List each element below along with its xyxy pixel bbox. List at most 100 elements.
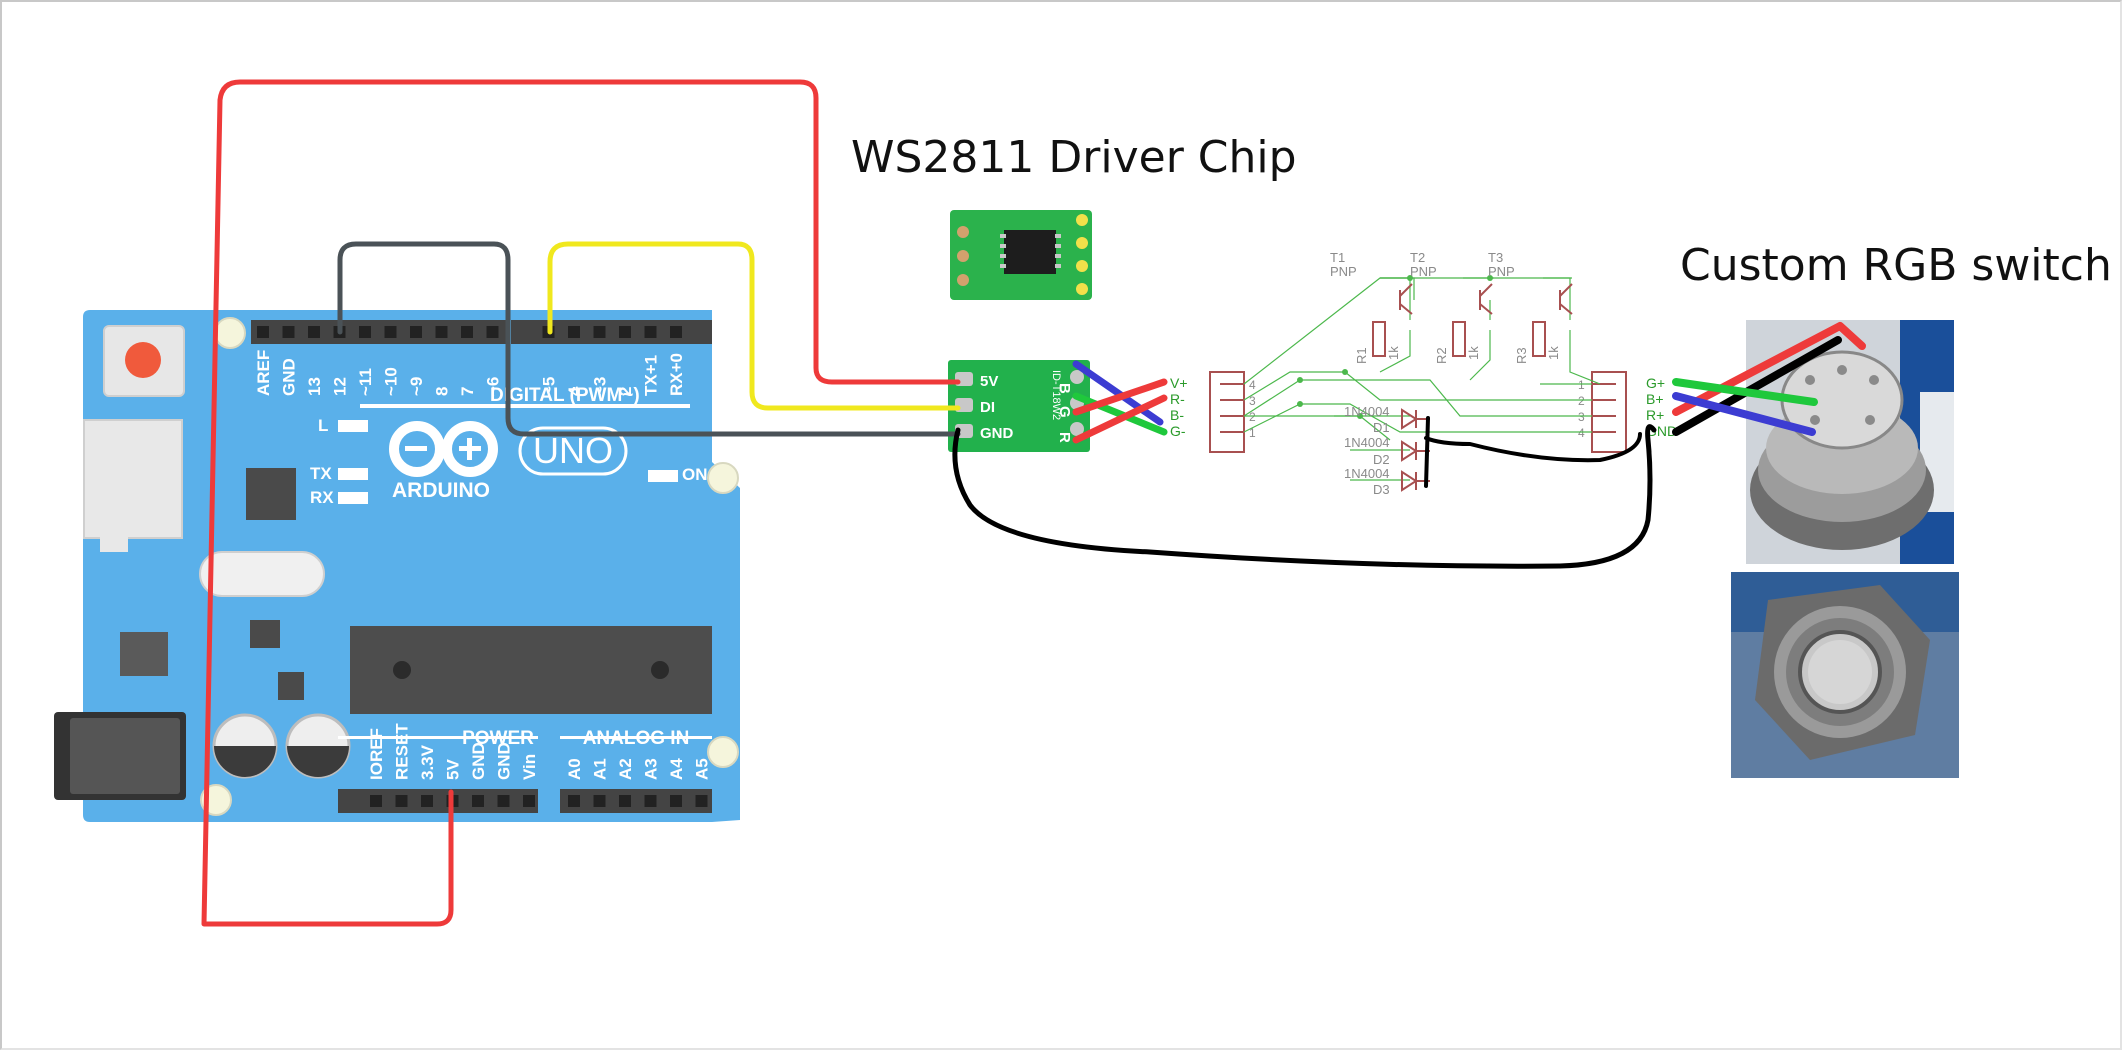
header-pin[interactable] xyxy=(486,326,499,338)
pin-label: 13 xyxy=(305,377,324,396)
led-l xyxy=(338,420,368,432)
pin-label: 7 xyxy=(458,387,477,396)
svg-text:GND: GND xyxy=(980,425,1014,442)
wire-black-diode-return[interactable] xyxy=(1424,416,1642,488)
pin-label: 12 xyxy=(331,377,350,396)
power-jack xyxy=(54,712,186,800)
mounting-hole xyxy=(707,736,739,768)
header-pin[interactable] xyxy=(644,326,657,338)
right-connector-pin-numbers: 1 2 3 4 xyxy=(1578,378,1585,440)
svg-text:4: 4 xyxy=(1578,426,1585,440)
led-rx xyxy=(338,492,368,504)
header-pin[interactable] xyxy=(461,326,473,338)
svg-text:1: 1 xyxy=(1249,426,1256,440)
header-pin[interactable] xyxy=(644,795,657,807)
svg-text:PNP: PNP xyxy=(1330,264,1357,279)
led-rx-label: RX xyxy=(310,488,334,507)
header-pin[interactable] xyxy=(670,795,682,807)
svg-text:PNP: PNP xyxy=(1488,264,1515,279)
schematic-junctions xyxy=(1297,275,1493,419)
header-pin[interactable] xyxy=(359,326,371,338)
analog-header-label: ANALOG IN xyxy=(583,728,690,749)
header-pin[interactable] xyxy=(435,326,448,338)
header-bar xyxy=(360,404,690,408)
right-connector-labels: G+ B+ R+ GND xyxy=(1646,375,1677,439)
svg-text:R2: R2 xyxy=(1434,347,1449,364)
resistor-symbols xyxy=(1372,321,1546,357)
wire-red-out-2[interactable] xyxy=(1072,394,1168,444)
pin-label: ~6 xyxy=(484,377,503,396)
wire-gray-gnd[interactable] xyxy=(337,241,961,437)
analog-header xyxy=(560,789,712,813)
svg-text:B-: B- xyxy=(1170,407,1184,423)
svg-text:B: B xyxy=(1056,383,1073,394)
header-pin[interactable] xyxy=(695,795,708,807)
svg-text:D2: D2 xyxy=(1373,452,1390,467)
svg-text:4: 4 xyxy=(1249,378,1256,392)
pin-label: ~11 xyxy=(356,368,375,396)
svg-text:UNO: UNO xyxy=(533,430,613,471)
header-pin[interactable] xyxy=(619,326,631,338)
svg-text:R1: R1 xyxy=(1354,347,1369,364)
led-tx xyxy=(338,468,368,480)
wire-black-switch[interactable] xyxy=(1672,336,1842,436)
svg-text:R: R xyxy=(1056,432,1073,443)
wire-red-5v[interactable] xyxy=(201,79,961,927)
header-pin[interactable] xyxy=(370,795,382,807)
header-pin[interactable] xyxy=(568,795,580,807)
uno-badge: UNO xyxy=(518,426,628,476)
wire-yellow-data[interactable] xyxy=(547,241,961,411)
header-pin[interactable] xyxy=(497,795,510,807)
header-pin[interactable] xyxy=(257,326,269,338)
switch-title: Custom RGB switch xyxy=(1680,240,2112,291)
pin-label: IOREF xyxy=(367,728,386,780)
wire-red-out-1[interactable] xyxy=(1072,378,1168,416)
wire-black-ground-loop[interactable] xyxy=(952,424,1657,569)
header-pin[interactable] xyxy=(421,795,433,807)
module-output-labels: V+ R- B- G- xyxy=(1170,375,1188,439)
header-pin[interactable] xyxy=(568,326,580,338)
header-pin[interactable] xyxy=(523,795,535,807)
pin-label: GND xyxy=(280,358,299,396)
pin-label: 8 xyxy=(433,387,452,396)
pin-label: GND xyxy=(469,742,488,780)
header-pin[interactable] xyxy=(410,326,422,338)
small-chip xyxy=(278,672,304,700)
diode-labels: 1N4004 D1 1N4004 D2 1N4004 D3 xyxy=(1344,404,1390,497)
header-pin[interactable] xyxy=(282,326,295,338)
reset-button[interactable] xyxy=(103,325,185,397)
pin-label: GND xyxy=(495,742,514,780)
transistor-labels: T1 PNP T2 PNP T3 PNP xyxy=(1330,250,1515,279)
pin-label: 2 xyxy=(616,387,635,396)
header-pin[interactable] xyxy=(308,326,320,338)
module-right-pin-labels: B G R xyxy=(1056,383,1073,443)
wire-green-out[interactable] xyxy=(1072,392,1168,436)
wire-blue-out[interactable] xyxy=(1072,360,1164,426)
header-pin[interactable] xyxy=(395,795,408,807)
svg-text:1k: 1k xyxy=(1466,346,1481,360)
transistor-symbols xyxy=(1399,283,1573,315)
wire-blue-switch[interactable] xyxy=(1672,392,1816,436)
header-pin[interactable] xyxy=(472,795,484,807)
left-connector xyxy=(1209,371,1245,453)
capacitor xyxy=(285,713,351,779)
header-pin[interactable] xyxy=(384,326,397,338)
header-pin[interactable] xyxy=(593,795,606,807)
module-left-pin-labels: 5V DI GND xyxy=(980,373,1014,442)
pin-label: 4 xyxy=(565,386,584,396)
pin-label: ~3 xyxy=(591,377,610,396)
wire-red-switch[interactable] xyxy=(1672,322,1866,416)
usb-port xyxy=(83,419,183,552)
led-tx-label: TX xyxy=(310,464,332,483)
header-pin[interactable] xyxy=(619,795,631,807)
crystal xyxy=(199,551,325,597)
pin-label: RESET xyxy=(393,723,412,780)
header-pin[interactable] xyxy=(670,326,682,338)
wire-green-switch[interactable] xyxy=(1672,378,1818,406)
svg-text:D1: D1 xyxy=(1373,420,1390,435)
pin-label: Vin xyxy=(520,754,539,780)
header-pin[interactable] xyxy=(593,326,606,338)
